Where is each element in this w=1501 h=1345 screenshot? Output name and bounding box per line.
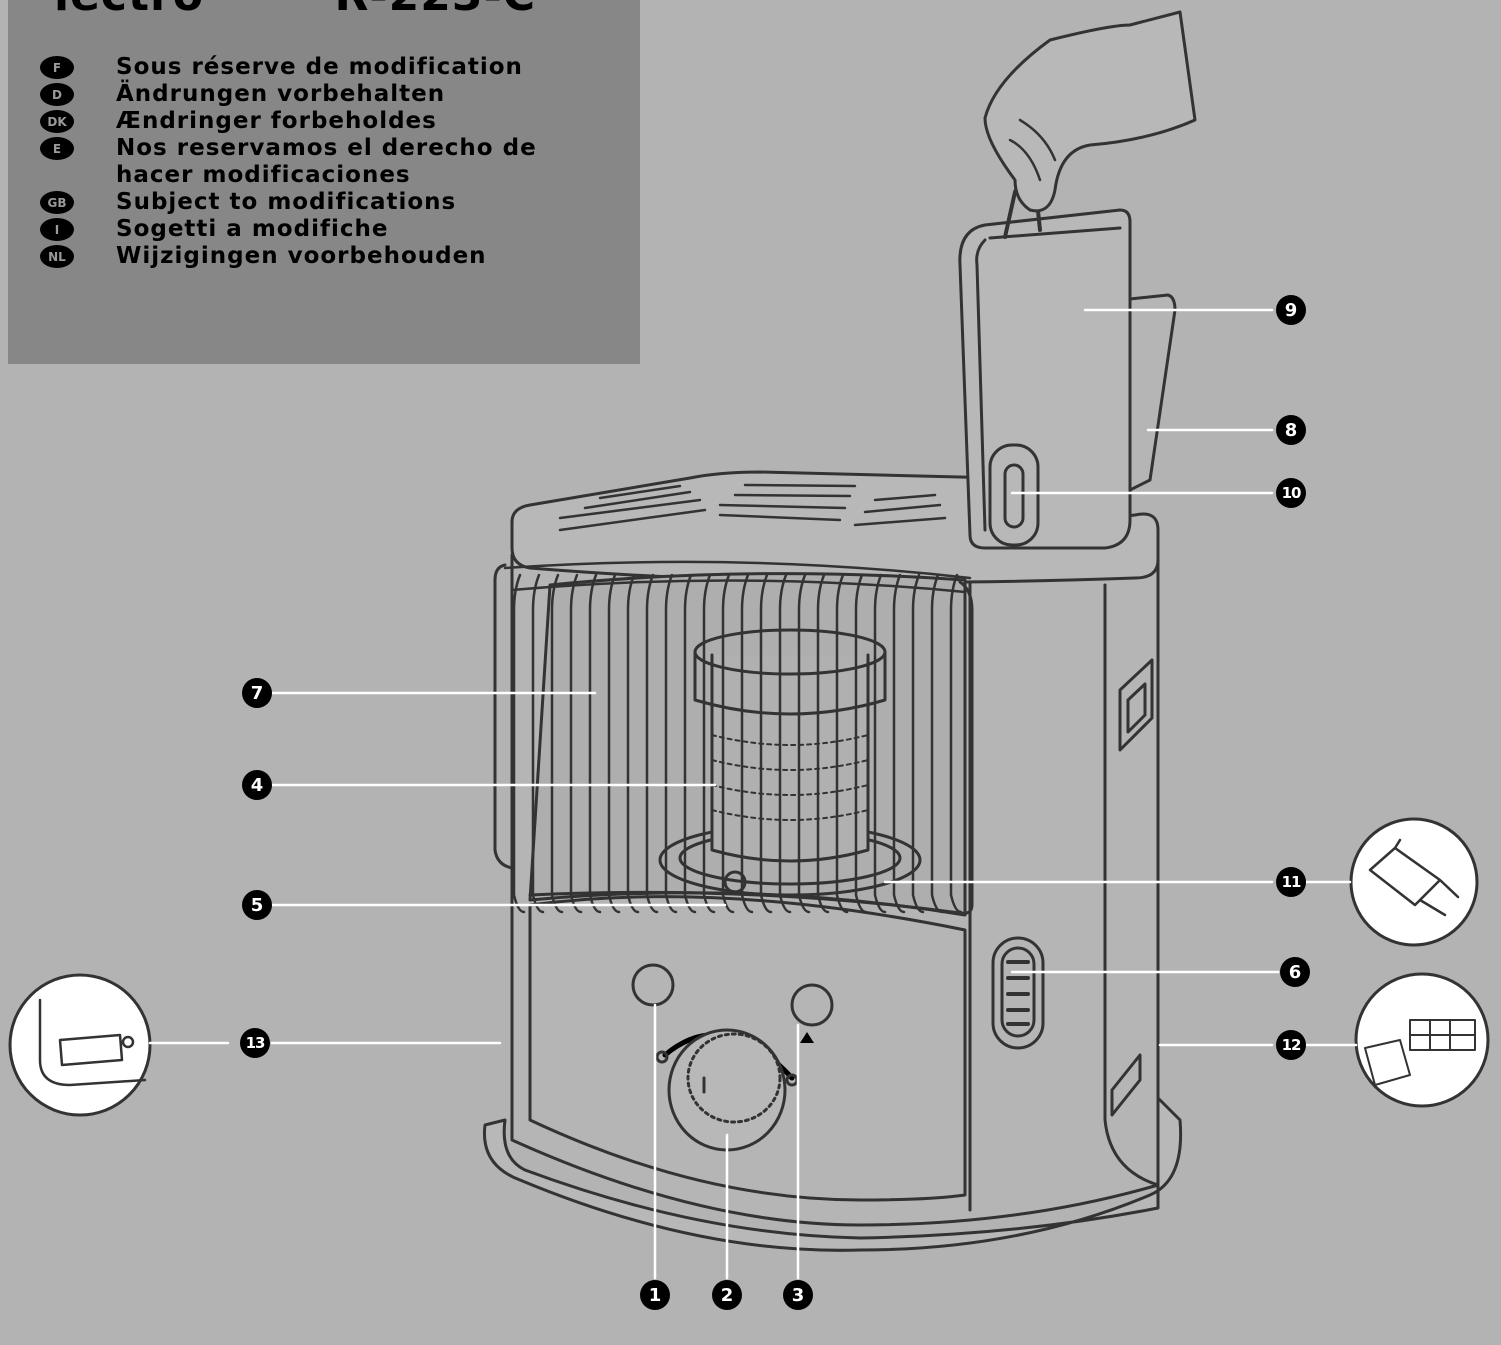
carrying-hand	[983, 10, 1197, 213]
callout-10: 10	[1276, 478, 1306, 508]
plug-drawing	[38, 998, 147, 1087]
lang-row-e: E Nos reservamos el derecho de hacer modi…	[40, 135, 546, 189]
guard-bar	[607, 573, 621, 914]
guard-bar	[892, 573, 906, 914]
guard-bar	[911, 573, 925, 914]
battery-drawing	[1364, 1019, 1476, 1086]
lang-text-nl: Wijzigingen voorbehouden	[116, 243, 487, 269]
bulb-drawing	[1368, 838, 1460, 917]
tank-door	[1118, 293, 1177, 497]
detail-battery	[1354, 972, 1490, 1108]
tank-gauge	[988, 443, 1040, 547]
tank-gauge-inner	[1003, 463, 1025, 529]
side-handle	[1118, 658, 1154, 752]
burner-top-ring	[693, 650, 887, 716]
lang-badge-d: D	[40, 83, 74, 106]
dial-left-stop	[655, 1050, 669, 1064]
lang-text-gb: Subject to modifications	[116, 189, 457, 215]
lang-row-nl: NL Wijzigingen voorbehouden	[40, 243, 546, 270]
callout-7: 7	[242, 678, 272, 708]
lang-badge-dk: DK	[40, 110, 74, 133]
info-panel: lectro R-223-C F Sous réserve de modifica…	[8, 0, 640, 364]
guard-bar	[949, 573, 963, 914]
guard-bar	[816, 573, 830, 914]
lang-text-d: Ändrungen vorbehalten	[116, 81, 446, 107]
hand-fingers	[1008, 118, 1057, 182]
guard-bar	[531, 573, 545, 914]
guard-bar	[702, 573, 716, 914]
top-plate-vents-center	[718, 483, 857, 522]
callout-13: 13	[240, 1028, 270, 1058]
guard-bars	[512, 573, 963, 914]
callout-11: 11	[1276, 867, 1306, 897]
lang-badge-i: I	[40, 218, 74, 241]
lang-text-f: Sous réserve de modification	[116, 54, 523, 80]
guard-bar	[645, 573, 659, 914]
callout-2: 2	[712, 1280, 742, 1310]
callout-5: 5	[242, 890, 272, 920]
guard-bar	[626, 573, 640, 914]
guard-bar	[664, 573, 678, 914]
top-plate-vents-right	[853, 493, 947, 527]
guard-bar	[835, 573, 849, 914]
lang-badge-e: E	[40, 137, 74, 160]
igniter	[723, 870, 747, 894]
button-three	[790, 983, 834, 1027]
language-list: F Sous réserve de modification D Ändrungen…	[40, 54, 546, 270]
guard-bar	[512, 573, 526, 914]
lang-text-e: Nos reservamos el derecho de hacer modif…	[116, 135, 537, 188]
callout-12: 12	[1276, 1030, 1306, 1060]
callout-6: 6	[1280, 957, 1310, 987]
lang-text-dk: Ændringer forbeholdes	[116, 108, 437, 134]
base-tray	[482, 1096, 1183, 1252]
fuel-gauge-inner	[1000, 946, 1036, 1038]
lang-badge-nl: NL	[40, 245, 74, 268]
guard-bar	[797, 573, 811, 914]
side-handle-low	[1110, 1053, 1142, 1117]
burner-cylinder	[710, 653, 870, 863]
guard-bar	[721, 573, 735, 914]
fuel-tank-edge	[975, 226, 1122, 532]
leader-lines	[148, 308, 1358, 1280]
top-plate-vents-left	[558, 484, 707, 532]
lang-row-dk: DK Ændringer forbeholdes	[40, 108, 546, 135]
callout-3: 3	[783, 1280, 813, 1310]
front-panel	[528, 895, 967, 1202]
lang-text-i: Sogetti a modifiche	[116, 216, 389, 242]
lang-badge-f: F	[40, 56, 74, 79]
lang-row-i: I Sogetti a modifiche	[40, 216, 546, 243]
detail-plug	[8, 973, 152, 1117]
lang-row-f: F Sous réserve de modification	[40, 54, 546, 81]
fuel-tank	[958, 208, 1132, 550]
model-title: lectro R-223-C	[54, 0, 536, 21]
guard-top-rail	[503, 560, 972, 594]
guard-bar	[550, 573, 564, 914]
fuel-gauge-lines	[1006, 960, 1030, 1026]
callout-4: 4	[242, 770, 272, 800]
detail-bulb	[1349, 817, 1479, 947]
guard-bar	[740, 573, 754, 914]
guard-bar	[778, 573, 792, 914]
guard-bar	[683, 573, 697, 914]
lang-badge-gb: GB	[40, 191, 74, 214]
lang-row-d: D Ändrungen vorbehalten	[40, 81, 546, 108]
guard-bar	[930, 573, 944, 914]
side-panel-edge-2	[1103, 583, 1160, 1187]
lang-row-gb: GB Subject to modifications	[40, 189, 546, 216]
callout-1: 1	[640, 1280, 670, 1310]
callout-8: 8	[1276, 415, 1306, 445]
arrow-up-icon	[800, 1032, 814, 1043]
callout-9: 9	[1276, 295, 1306, 325]
dial-knob-ring	[686, 1032, 782, 1124]
button-one	[631, 963, 675, 1007]
guard-bar	[759, 573, 773, 914]
